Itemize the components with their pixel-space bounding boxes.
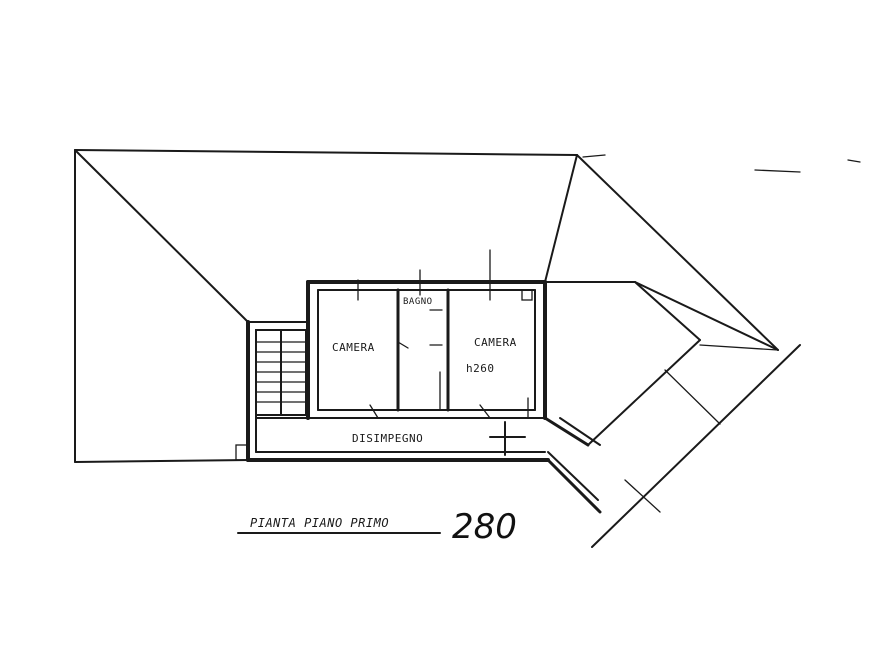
door-openings xyxy=(235,249,533,461)
room-height-note: h260 xyxy=(466,362,495,375)
terrace-wing xyxy=(544,281,801,548)
room-label-camera-right: CAMERA xyxy=(474,336,517,349)
staircase xyxy=(255,329,307,416)
room-label-bagno: BAGNO xyxy=(403,297,433,307)
building-walls xyxy=(246,280,602,514)
room-label-disimpegno: DISIMPEGNO xyxy=(352,432,423,445)
plan-caption: PIANTA PIANO PRIMO xyxy=(250,516,389,530)
plan-scale-value: 280 xyxy=(452,507,517,547)
roof-outline xyxy=(74,149,861,463)
room-label-camera-left: CAMERA xyxy=(332,341,375,354)
